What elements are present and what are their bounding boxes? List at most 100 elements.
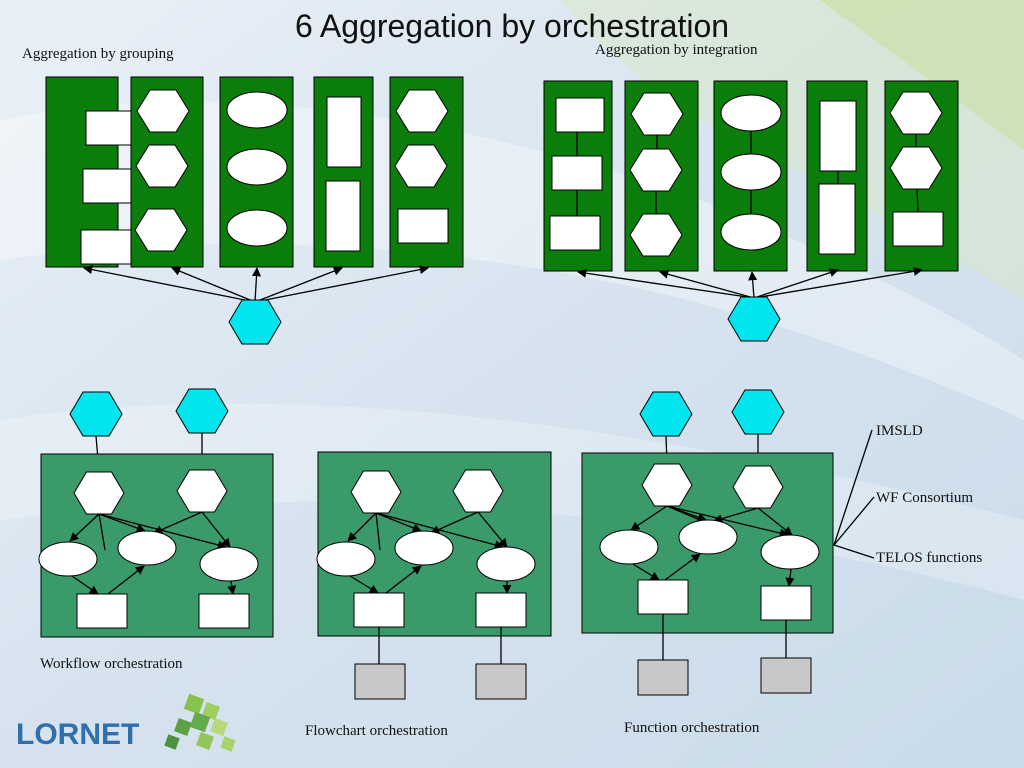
grouping-item-1-2 xyxy=(82,168,134,204)
label-aggregation-by-grouping: Aggregation by grouping xyxy=(22,46,174,62)
workflow-ellipse-3 xyxy=(199,546,259,582)
workflow-edge-9 xyxy=(227,580,237,595)
flowchart-ellipse-2 xyxy=(394,530,454,566)
grouping-item-4-2 xyxy=(325,180,361,252)
function-hexagon-2 xyxy=(732,465,784,509)
grouping-arrow-3 xyxy=(251,267,262,303)
function-input-hexagon-2 xyxy=(731,389,785,435)
integration-item-3-2 xyxy=(720,153,782,191)
function-input-hexagon-1 xyxy=(639,391,693,437)
integration-item-2-3 xyxy=(629,213,683,257)
workflow-edge-6 xyxy=(201,511,231,548)
workflow-ellipse-1 xyxy=(38,541,98,577)
grouping-item-4-1 xyxy=(326,96,362,168)
grouping-item-5-2 xyxy=(394,144,448,188)
label-flowchart-orchestration: Flowchart orchestration xyxy=(305,723,448,739)
function-ellipse-2 xyxy=(678,519,738,555)
function-edge-3 xyxy=(666,505,701,521)
flowchart-ellipse-1 xyxy=(316,541,376,577)
integration-arrow-5 xyxy=(753,266,923,299)
workflow-hexagon-2 xyxy=(176,469,228,513)
function-ellipse-3 xyxy=(760,534,820,570)
function-box-1 xyxy=(637,579,689,615)
label-wf-consortium: WF Consortium xyxy=(876,490,974,506)
flowchart-edge-7 xyxy=(349,575,379,594)
flowchart-edge-6 xyxy=(477,511,508,548)
flowchart-output-box-2 xyxy=(475,663,527,700)
grouping-item-2-1 xyxy=(136,89,190,133)
function-edge-4 xyxy=(666,505,789,538)
integration-item-3-3 xyxy=(720,213,782,251)
integration-arrow-3 xyxy=(748,271,758,299)
function-edge-5 xyxy=(713,507,759,524)
integration-item-1-2 xyxy=(551,155,603,191)
grouping-item-3-3 xyxy=(226,209,288,247)
label-imsld: IMSLD xyxy=(876,423,923,439)
function-edge-8 xyxy=(664,553,701,581)
callout-line-imsld xyxy=(833,429,873,546)
function-ellipse-1 xyxy=(599,529,659,565)
flowchart-edge-5 xyxy=(430,511,479,534)
workflow-hexagon-1 xyxy=(73,471,125,515)
workflow-box-1 xyxy=(76,593,128,629)
integration-arrow-2 xyxy=(659,269,755,299)
integration-item-3-1 xyxy=(720,94,782,132)
flowchart-box-2 xyxy=(475,592,527,628)
label-aggregation-by-integration: Aggregation by integration xyxy=(595,42,758,58)
flowchart-edge-2 xyxy=(375,512,422,533)
slide-title: 6 Aggregation by orchestration xyxy=(294,8,730,44)
grouping-item-2-2 xyxy=(135,144,189,188)
integration-item-1-3 xyxy=(549,215,601,251)
integration-item-2-1 xyxy=(630,92,684,136)
workflow-edge-5 xyxy=(153,511,203,534)
integration-item-5-2 xyxy=(889,146,943,190)
integration-arrow-1 xyxy=(577,268,755,299)
workflow-edge-8 xyxy=(107,565,145,595)
label-function-orchestration: Function orchestration xyxy=(624,720,760,736)
grouping-item-3-1 xyxy=(226,91,288,129)
grouping-arrow-1 xyxy=(83,265,256,303)
integration-orchestrator-hexagon xyxy=(727,296,781,342)
integration-arrow-4 xyxy=(753,268,839,299)
grouping-item-2-3 xyxy=(134,208,188,252)
flowchart-edge-3 xyxy=(375,512,381,551)
function-hexagon-1 xyxy=(641,463,693,507)
grouping-item-5-1 xyxy=(395,89,449,133)
function-output-box-2 xyxy=(760,657,812,694)
grouping-item-1-3 xyxy=(80,229,132,265)
grouping-arrow-4 xyxy=(254,266,343,303)
integration-link-5-2 xyxy=(916,188,919,213)
integration-item-4-1 xyxy=(819,100,857,172)
grouping-item-5-3 xyxy=(397,208,449,244)
grouping-item-3-2 xyxy=(226,148,288,186)
workflow-edge-2 xyxy=(98,513,146,533)
function-edge-9 xyxy=(785,568,795,587)
function-output-box-1 xyxy=(637,659,689,696)
integration-item-4-2 xyxy=(818,183,856,255)
lornet-logo-mark xyxy=(164,693,236,752)
workflow-ellipse-2 xyxy=(117,530,177,566)
callout-line-wf-consortium xyxy=(833,496,875,546)
workflow-edge-3 xyxy=(98,513,106,551)
integration-item-2-2 xyxy=(629,148,683,192)
flowchart-edge-1 xyxy=(347,512,377,542)
integration-item-5-1 xyxy=(889,91,943,135)
grouping-orchestrator-hexagon xyxy=(228,299,282,345)
grouping-arrow-5 xyxy=(254,265,429,303)
flowchart-edge-8 xyxy=(385,565,422,594)
integration-item-5-3 xyxy=(892,211,944,247)
workflow-edge-7 xyxy=(71,575,99,595)
function-box-2 xyxy=(760,585,812,621)
function-edge-1 xyxy=(630,505,668,531)
flowchart-box-1 xyxy=(353,592,405,628)
callout-line-telos-functions xyxy=(833,544,875,559)
grouping-arrow-2 xyxy=(171,266,256,303)
workflow-input-hexagon-2 xyxy=(175,388,229,434)
flowchart-output-box-1 xyxy=(354,663,406,700)
workflow-box-2 xyxy=(198,593,250,629)
flowchart-ellipse-3 xyxy=(476,546,536,582)
function-edge-6 xyxy=(757,507,793,536)
flowchart-hexagon-2 xyxy=(452,469,504,513)
label-telos-functions: TELOS functions xyxy=(876,550,983,566)
